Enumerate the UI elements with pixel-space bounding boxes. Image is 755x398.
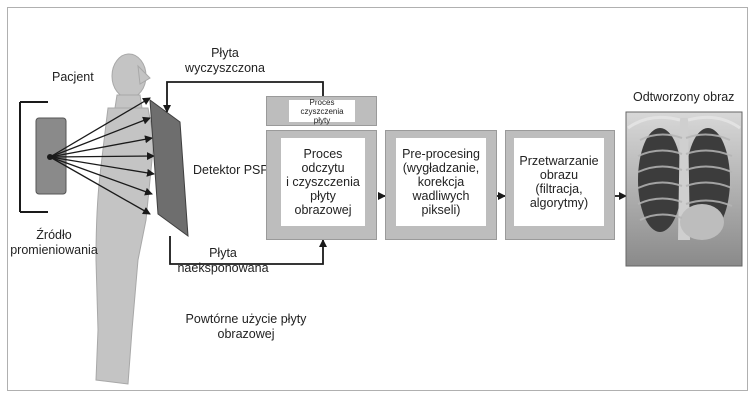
patient-silhouette [95,53,155,385]
plate-cleaned-label: Płyta wyczyszczona [185,46,265,75]
cleaning-process-text: Proces czyszczenia płyty [289,98,355,125]
preprocessing-text: Pre-procesing (wygładzanie, korekcja wad… [396,138,486,226]
xray-rays [49,97,155,215]
source-label: Źródło promieniowania [10,228,98,257]
detector-label: Detektor PSP [193,163,269,177]
read-clean-process-text: Proces odczytu i czyszczenia płyty obraz… [281,138,365,226]
arrow-plate-cleaned [163,81,324,113]
source-bracket [19,101,48,213]
reconstructed-xray-image [625,111,743,267]
cleaning-process-box: Proces czyszczenia płyty [266,96,377,126]
read-clean-process-box: Proces odczytu i czyszczenia płyty obraz… [266,130,377,240]
psp-detector-plate [149,98,189,238]
arrow-plate-exposed [169,236,327,265]
preprocessing-box: Pre-procesing (wygładzanie, korekcja wad… [385,130,497,240]
reconstructed-image-label: Odtworzony obraz [633,90,735,104]
image-processing-box: Przetwarzanie obrazu (filtracja, algoryt… [505,130,615,240]
patient-label: Pacjent [52,70,94,84]
image-processing-text: Przetwarzanie obrazu (filtracja, algoryt… [514,138,604,226]
reuse-label: Powtórne użycie płyty obrazowej [185,312,307,341]
plate-exposed-label: Płyta naeksponowana [177,246,269,275]
diagram-frame [7,7,748,391]
